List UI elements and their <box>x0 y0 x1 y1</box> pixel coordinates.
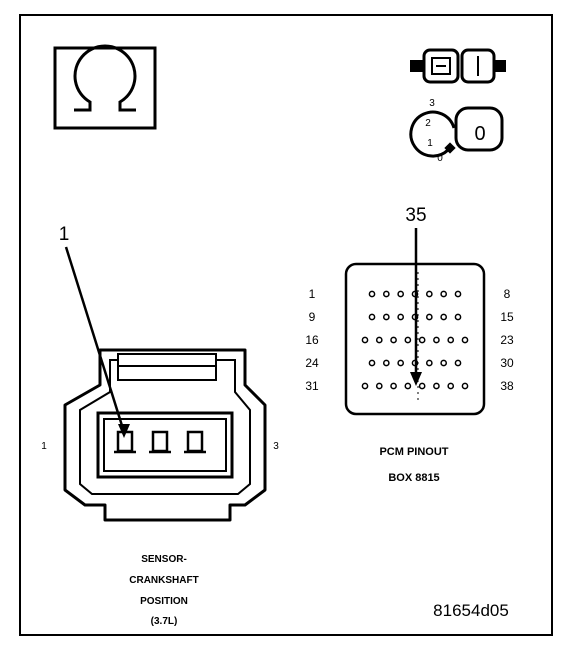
ignition-position-1: 1 <box>427 138 433 149</box>
pcm-row-start-pin: 1 <box>309 287 316 301</box>
pcm-pin <box>425 290 433 298</box>
diagram-border <box>19 14 553 636</box>
pcm-pin <box>368 313 376 321</box>
connector-right-pin-label: 3 <box>273 441 279 452</box>
pcm-pin <box>447 336 455 344</box>
pcm-row-end-pin: 23 <box>500 333 514 347</box>
pcm-pin <box>404 336 412 344</box>
ohmmeter-icon <box>53 44 157 130</box>
pcm-pin <box>433 336 440 344</box>
pcm-pin <box>397 313 405 321</box>
pcm-pin <box>390 336 397 344</box>
pcm-pin <box>397 359 405 367</box>
pcm-row-end-pin: 30 <box>500 356 514 370</box>
pcm-pin <box>368 290 376 298</box>
ignition-position-3: 3 <box>429 98 435 109</box>
pcm-pin <box>375 382 383 390</box>
pcm-pin <box>447 382 455 390</box>
pcm-row-end-pin: 8 <box>504 287 511 301</box>
connector-callout-line <box>64 246 126 433</box>
pcm-pin <box>440 359 448 367</box>
pcm-pin <box>382 313 390 321</box>
pcm-pin-row: 31 38 <box>305 379 514 393</box>
pcm-pin <box>368 359 376 367</box>
pcm-pin <box>425 313 433 321</box>
pcm-pin <box>397 290 405 298</box>
svg-text:POSITION: POSITION <box>140 596 188 607</box>
svg-text:SENSOR-: SENSOR- <box>141 554 187 565</box>
pcm-pin <box>454 313 462 321</box>
pcm-row-start-pin: 24 <box>305 356 319 370</box>
pcm-pin <box>375 336 383 344</box>
pcm-pin <box>361 382 369 390</box>
crankshaft-sensor-connector <box>63 348 267 522</box>
pcm-title: PCM PINOUT <box>379 446 448 458</box>
pcm-pin-row: 24 30 <box>305 356 514 370</box>
pcm-callout: 35 <box>405 205 426 226</box>
pcm-pin <box>382 359 390 367</box>
key-position-label: 0 <box>474 123 485 145</box>
pcm-callout-arrowhead <box>410 372 422 386</box>
ignition-position-2: 2 <box>425 118 431 129</box>
pcm-pin <box>433 382 440 390</box>
connector-callout-arrowhead <box>118 424 130 438</box>
pcm-pin <box>418 336 426 344</box>
pcm-pin <box>361 336 369 344</box>
pcm-row-end-pin: 15 <box>500 310 514 324</box>
pcm-box-number: BOX 8815 <box>388 472 439 484</box>
pcm-pin <box>461 336 469 344</box>
pcm-pin <box>418 382 426 390</box>
disconnect-connector-icon <box>410 48 506 84</box>
connector-caption: SENSOR- CRANKSHAFT POSITION (3.7L) <box>129 554 198 627</box>
pcm-pin <box>382 290 390 298</box>
pcm-row-start-pin: 16 <box>305 333 319 347</box>
connector-callout: 1 <box>59 224 70 245</box>
svg-text:CRANKSHAFT: CRANKSHAFT <box>129 575 198 586</box>
pcm-pin <box>440 290 448 298</box>
pcm-pin <box>440 313 448 321</box>
terminal-2 <box>151 430 169 453</box>
ignition-key-icon: 0 3 2 1 0 <box>409 98 504 164</box>
pcm-pin <box>390 382 397 390</box>
pcm-pin-row: 9 15 <box>309 310 514 324</box>
pcm-pin <box>461 382 469 390</box>
svg-text:(3.7L): (3.7L) <box>151 616 178 627</box>
pcm-row-start-pin: 31 <box>305 379 319 393</box>
pcm-pin <box>404 382 412 390</box>
terminal-3 <box>186 430 204 453</box>
connector-left-pin-label: 1 <box>41 441 47 452</box>
figure-id: 81654d05 <box>433 601 509 620</box>
pcm-row-start-pin: 9 <box>309 310 316 324</box>
pcm-row-end-pin: 38 <box>500 379 514 393</box>
pcm-pin <box>454 359 462 367</box>
pcm-pin <box>454 290 462 298</box>
ignition-position-0: 0 <box>437 153 443 164</box>
pcm-pin <box>425 359 433 367</box>
